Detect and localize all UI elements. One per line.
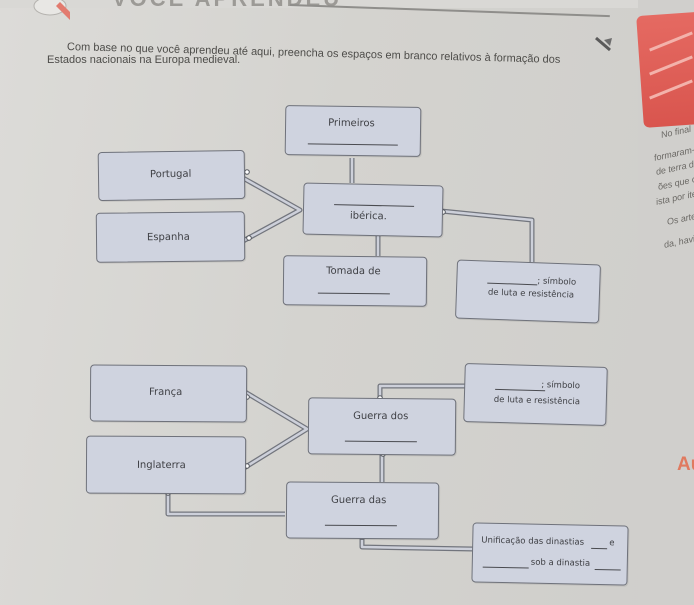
- blank-simbolo-bottom[interactable]: [495, 388, 546, 392]
- blank-dinastia-1[interactable]: [591, 547, 608, 550]
- blank-dinastia-2[interactable]: [482, 566, 529, 569]
- section-title: VOCÊ APRENDEU: [112, 0, 342, 12]
- box-portugal-label: Portugal: [149, 168, 192, 181]
- blank-guerra-dos[interactable]: [344, 440, 417, 443]
- box-guerra-dos: Guerra dos: [307, 397, 457, 456]
- pencil-icon: [33, 0, 70, 20]
- box-simbolo-bottom: ; símbolo de luta e resistência: [463, 363, 608, 426]
- simbolo-top-suffix: de luta e resistência: [487, 287, 575, 301]
- simbolo-top-prefix: ; símbolo: [537, 276, 577, 288]
- box-portugal: Portugal: [97, 149, 246, 202]
- blank-iberica[interactable]: [334, 204, 415, 207]
- box-simbolo-top: ; símbolo de luta e resistência: [455, 259, 601, 324]
- unificacao-sob: sob a dinastia: [530, 557, 591, 569]
- header-band: [0, 0, 694, 8]
- box-inglaterra-label: Inglaterra: [136, 459, 186, 472]
- unificacao-e: e: [609, 538, 615, 549]
- box-iberica: ibérica.: [302, 182, 444, 238]
- instruction-line-2: Estados nacionais na Europa medieval.: [47, 54, 241, 66]
- box-guerra-das: Guerra das: [285, 481, 440, 540]
- simbolo-bottom-suffix: de luta e resistência: [493, 394, 581, 408]
- box-franca: França: [89, 364, 248, 423]
- unificacao-prefix: Unificação das dinastias: [481, 535, 585, 548]
- box-inglaterra: Inglaterra: [85, 435, 247, 495]
- box-guerra-das-label: Guerra das: [331, 494, 387, 507]
- box-tomada: Tomada de: [282, 255, 428, 307]
- box-primeiros: Primeiros: [284, 105, 422, 157]
- blank-guerra-das[interactable]: [324, 524, 397, 527]
- box-espanha: Espanha: [95, 211, 246, 263]
- box-iberica-label: ibérica.: [349, 210, 387, 223]
- side-heading: Au: [677, 454, 694, 475]
- simbolo-bottom-prefix: ; símbolo: [541, 380, 581, 392]
- box-primeiros-label: Primeiros: [328, 117, 375, 130]
- blank-primeiros[interactable]: [307, 143, 398, 146]
- box-guerra-dos-label: Guerra dos: [353, 410, 409, 423]
- box-franca-label: França: [148, 386, 183, 399]
- box-espanha-label: Espanha: [146, 231, 190, 244]
- box-unificacao: Unificação das dinastias e sob a dinasti…: [471, 522, 629, 586]
- blank-simbolo-top[interactable]: [487, 282, 538, 286]
- blank-tomada[interactable]: [317, 292, 390, 295]
- blank-dinastia-3[interactable]: [594, 568, 621, 571]
- box-tomada-label: Tomada de: [326, 265, 381, 278]
- pin-icon: [595, 36, 612, 52]
